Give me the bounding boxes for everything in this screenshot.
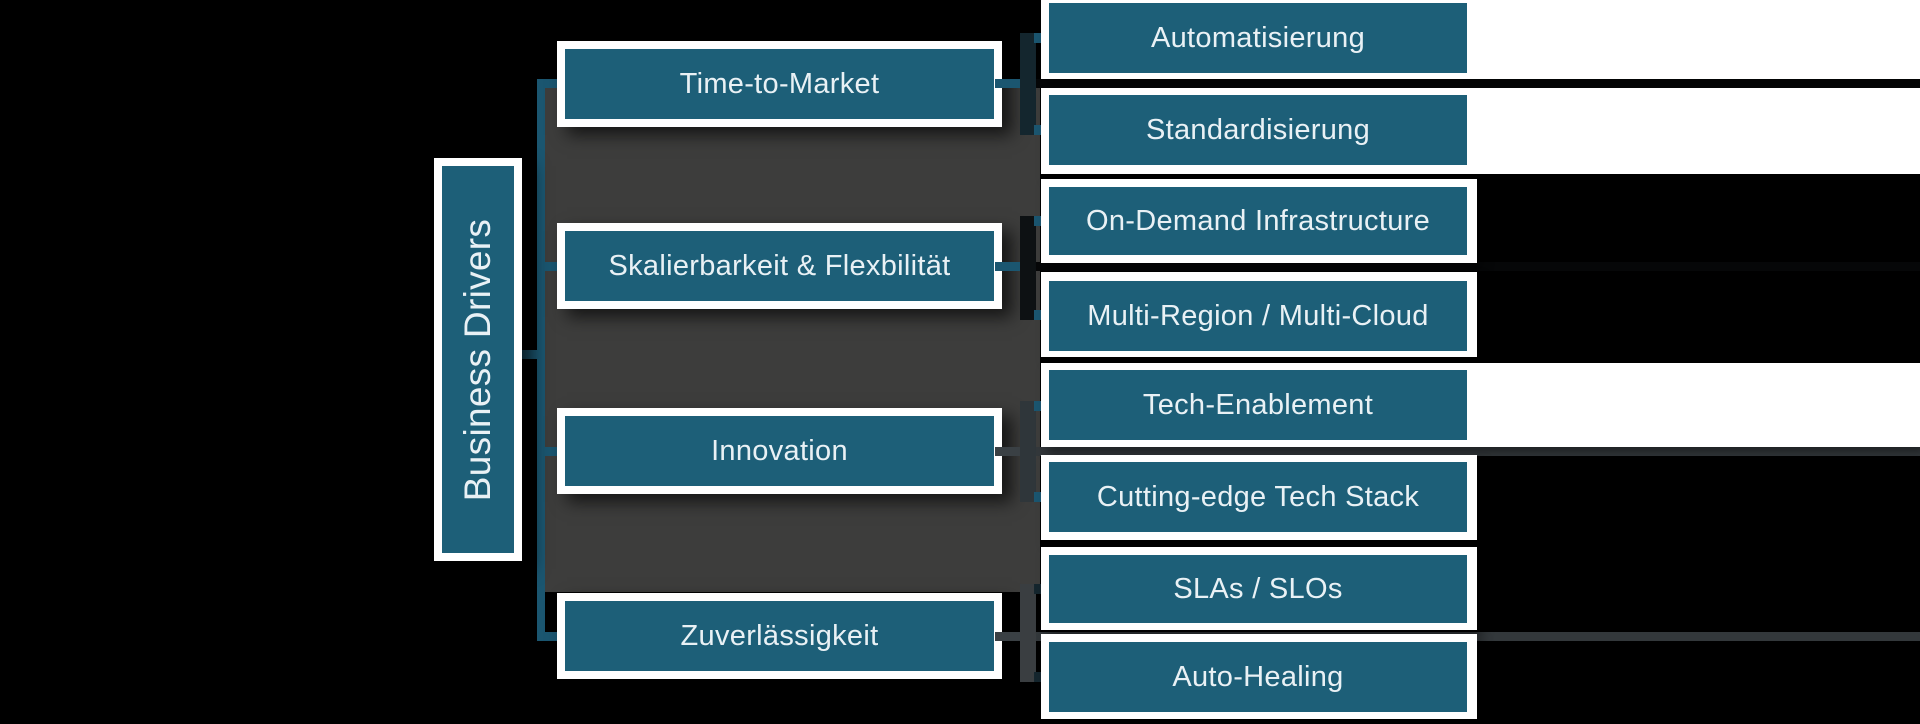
child-card-4-2: Auto-Healing xyxy=(1041,634,1477,719)
child-box-standardisierung: Standardisierung xyxy=(1049,95,1467,165)
child-card-4-1: SLAs / SLOs xyxy=(1041,547,1477,630)
driver-connector-3 xyxy=(537,447,565,456)
bracket-2-stub-in xyxy=(995,262,1025,271)
driver-connector-2 xyxy=(537,262,565,271)
child-box-multi-region-multi-cloud: Multi-Region / Multi-Cloud xyxy=(1049,281,1467,351)
connector-overrun-band-2 xyxy=(1036,262,1920,271)
child-card-2-1: On-Demand Infrastructure xyxy=(1041,179,1477,263)
bracket-3-bar xyxy=(1020,401,1036,502)
driver-box-time-to-market: Time-to-Market xyxy=(565,49,994,119)
bracket-1-stub-in xyxy=(995,79,1025,88)
child-label-4-2: Auto-Healing xyxy=(1172,660,1344,693)
connector-overrun-band-4 xyxy=(1036,632,1920,641)
child-label-3-2: Cutting-edge Tech Stack xyxy=(1096,480,1420,513)
driver-card-3: Innovation xyxy=(557,408,1002,494)
child-box-tech-enablement: Tech-Enablement xyxy=(1049,370,1467,440)
child-label-4-1: SLAs / SLOs xyxy=(1173,572,1343,605)
child-box-cutting-edge-tech-stack: Cutting-edge Tech Stack xyxy=(1049,462,1467,532)
business-drivers-label: Business Drivers xyxy=(457,218,498,501)
trunk-line xyxy=(537,79,545,641)
driver-box-zuverlaessigkeit: Zuverlässigkeit xyxy=(565,601,994,671)
child-card-3-2: Cutting-edge Tech Stack xyxy=(1041,455,1477,540)
child-box-auto-healing: Auto-Healing xyxy=(1049,642,1467,712)
driver-card-4: Zuverlässigkeit xyxy=(557,593,1002,679)
child-label-1-1: Automatisierung xyxy=(1150,21,1366,54)
child-box-on-demand-infrastructure: On-Demand Infrastructure xyxy=(1049,187,1467,255)
background-panel xyxy=(543,85,1040,592)
child-card-2-2: Multi-Region / Multi-Cloud xyxy=(1041,272,1477,357)
driver-card-2: Skalierbarkeit & Flexbilität xyxy=(557,223,1002,309)
bracket-1-bar xyxy=(1020,33,1036,135)
driver-box-skalierbarkeit: Skalierbarkeit & Flexbilität xyxy=(565,231,994,301)
driver-label-4: Zuverlässigkeit xyxy=(680,619,879,652)
driver-label-1: Time-to-Market xyxy=(679,67,880,100)
child-label-2-2: Multi-Region / Multi-Cloud xyxy=(1087,299,1429,332)
child-box-slas-slos: SLAs / SLOs xyxy=(1049,555,1467,623)
child-label-1-2: Standardisierung xyxy=(1145,113,1371,146)
child-card-1-1: Automatisierung xyxy=(1041,0,1920,79)
business-drivers-box: Business Drivers xyxy=(442,166,514,553)
connector-overrun-band-1 xyxy=(1036,79,1920,88)
child-box-automatisierung: Automatisierung xyxy=(1049,3,1467,73)
child-card-3-1: Tech-Enablement xyxy=(1041,363,1920,447)
root-connector xyxy=(519,350,539,359)
child-label-3-1: Tech-Enablement xyxy=(1142,388,1374,421)
driver-box-innovation: Innovation xyxy=(565,416,994,486)
bracket-3-stub-in xyxy=(995,447,1025,456)
bracket-4-bar xyxy=(1020,584,1036,682)
driver-connector-1 xyxy=(537,79,565,88)
child-label-2-1: On-Demand Infrastructure xyxy=(1085,204,1431,237)
driver-label-3: Innovation xyxy=(711,434,848,467)
driver-label-2: Skalierbarkeit & Flexbilität xyxy=(608,249,951,282)
bracket-4-stub-in xyxy=(995,632,1025,641)
business-drivers-card: Business Drivers xyxy=(434,158,522,561)
connector-overrun-band-3 xyxy=(1036,447,1920,456)
bracket-2-bar xyxy=(1020,216,1036,320)
driver-connector-4 xyxy=(537,632,565,641)
driver-card-1: Time-to-Market xyxy=(557,41,1002,127)
child-card-1-2: Standardisierung xyxy=(1041,88,1920,174)
